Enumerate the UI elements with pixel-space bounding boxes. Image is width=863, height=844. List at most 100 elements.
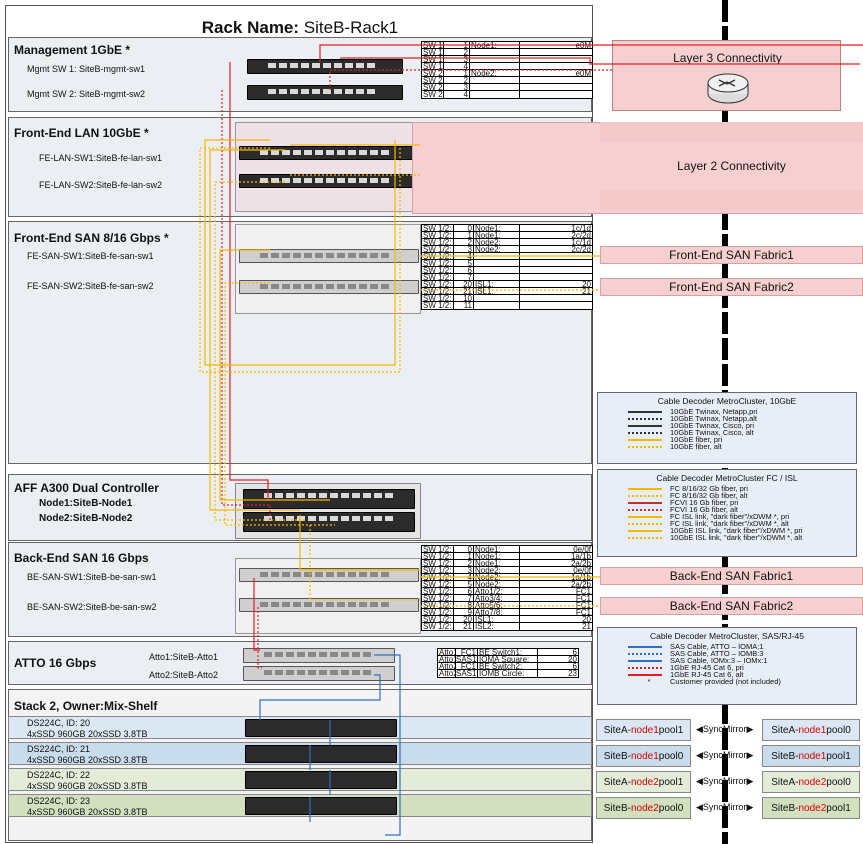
- port-icon: [286, 493, 294, 498]
- disk-shelf-device[interactable]: [245, 797, 397, 815]
- decoder-item: 10GbE ISL link, "dark fiber"/xDWM *, alt: [598, 533, 856, 542]
- fe-lan-sw2-device[interactable]: [239, 174, 419, 188]
- table-cell: 21: [582, 623, 591, 630]
- table-cell: Atto1/2:: [474, 588, 520, 594]
- port-icon: [315, 284, 323, 289]
- fe-lan-sw1-device[interactable]: [239, 146, 419, 160]
- table-cell: [520, 91, 592, 98]
- fe-san-sw1-device[interactable]: [239, 249, 419, 263]
- table-cell: [470, 84, 520, 90]
- table-cell: SAS1: [456, 669, 478, 678]
- port-icon: [279, 89, 287, 94]
- table-cell: [474, 302, 520, 309]
- fe-san-sw1-label: FE-SAN-SW1:SiteB-fe-san-sw1: [27, 251, 154, 261]
- fe-san-sw2-label: FE-SAN-SW2:SiteB-fe-san-sw2: [27, 281, 154, 291]
- disk-shelf-device[interactable]: [245, 745, 397, 763]
- decoder-item: 1GbE RJ-45 Cat 6, alt: [598, 670, 856, 679]
- fe-lan-sw2-label: FE-LAN-SW2:SiteB-fe-lan-sw2: [39, 180, 163, 190]
- atto2-device[interactable]: [243, 666, 395, 681]
- table-cell: Node2:: [474, 567, 520, 573]
- port-icon: [370, 178, 378, 183]
- table-cell: SW 1/2:: [422, 560, 454, 566]
- decoder-item: SAS Cable, ATTO – IOMA:1: [598, 642, 856, 651]
- cable-swatch-icon: [628, 645, 662, 648]
- table-row: SW 1/2:11: [422, 302, 592, 310]
- port-icon: [323, 89, 331, 94]
- be-san-sw1-device[interactable]: [239, 568, 419, 582]
- cable-swatch-icon: [628, 410, 662, 413]
- port-icon: [260, 253, 268, 258]
- port-icon: [359, 602, 367, 607]
- table-cell: 20: [454, 616, 474, 624]
- decoder-item: 10GbE Twinax, Netapp,alt: [598, 414, 856, 423]
- controller-node1[interactable]: [243, 489, 415, 509]
- rack-title: Rack Name: SiteB-Rack1: [201, 18, 399, 37]
- layer2-label: Layer 2 Connectivity: [677, 159, 786, 173]
- port-icon: [264, 493, 272, 498]
- port-icon: [275, 670, 283, 675]
- mgmt-sw1-device[interactable]: [247, 59, 403, 74]
- table-cell: SW 1/2:: [422, 288, 454, 294]
- port-icon: [282, 150, 290, 155]
- atto1-device[interactable]: [243, 648, 395, 663]
- port-icon: [290, 63, 298, 68]
- table-cell: 0: [454, 225, 474, 233]
- cable-swatch-icon: [628, 487, 662, 490]
- mgmt-sw2-device[interactable]: [247, 85, 403, 100]
- port-icon: [337, 572, 345, 577]
- shelf-disks: 4xSSD 960GB 20xSSD 3.8TB: [27, 729, 148, 739]
- be-san-sw2-label: BE-SAN-SW2:SiteB-be-san-sw2: [27, 602, 157, 612]
- cable-swatch-icon: [628, 431, 662, 434]
- table-cell: SW 1/2:: [422, 546, 454, 552]
- table-cell: [474, 274, 520, 280]
- cable-swatch-icon: [628, 515, 662, 518]
- table-cell: SW 1/2:: [422, 274, 454, 280]
- port-icon: [304, 253, 312, 258]
- disk-shelf-device[interactable]: [245, 771, 397, 789]
- port-icon: [264, 670, 272, 675]
- table-row: SW 1/2:7: [422, 274, 592, 282]
- cable-swatch-icon: [628, 529, 662, 532]
- pool-box: SiteA-node2 pool1: [596, 771, 691, 793]
- shelf-disks: 4xSSD 960GB 20xSSD 3.8TB: [27, 807, 148, 817]
- table-cell: 1a/1b: [570, 574, 591, 580]
- be-san-sw2-device[interactable]: [239, 598, 419, 612]
- decoder-item-label: 1GbE RJ-45 Cat 6, pri: [670, 663, 744, 672]
- shelf-disks: 4xSSD 960GB 20xSSD 3.8TB: [27, 781, 148, 791]
- port-icon: [359, 178, 367, 183]
- table-cell: SW 1/2:: [422, 602, 454, 608]
- table-cell: BE Switch2:: [478, 663, 538, 669]
- table-cell: SW 1/2:: [422, 253, 454, 259]
- layer3-box: Layer 3 Connectivity: [612, 40, 841, 111]
- fe-san-sw2-device[interactable]: [239, 280, 419, 294]
- table-cell: Node2:: [474, 581, 520, 587]
- decoder-note: *Customer provided (not included): [598, 677, 856, 686]
- port-icon: [352, 670, 360, 675]
- pool-dash: -: [627, 724, 631, 736]
- mgmt-sw1-label: Mgmt SW 1: SiteB-mgmt-sw1: [27, 64, 146, 74]
- port-icon: [330, 652, 338, 657]
- port-icon: [359, 284, 367, 289]
- port-icon: [271, 178, 279, 183]
- decoder-note-star: *: [647, 677, 651, 686]
- table-cell: e0M: [575, 42, 591, 48]
- table-cell: SW 1/2:: [422, 302, 454, 309]
- decoder-item-label: FC ISL link, "dark fiber"/xDWM *, pri: [670, 512, 790, 521]
- disk-shelf-device[interactable]: [245, 719, 397, 737]
- port-icon: [282, 253, 290, 258]
- cable-swatch-icon: [628, 666, 662, 669]
- port-icon: [293, 284, 301, 289]
- controller-node2[interactable]: [243, 512, 415, 532]
- cable-swatch-icon: [628, 417, 662, 420]
- port-icon: [352, 652, 360, 657]
